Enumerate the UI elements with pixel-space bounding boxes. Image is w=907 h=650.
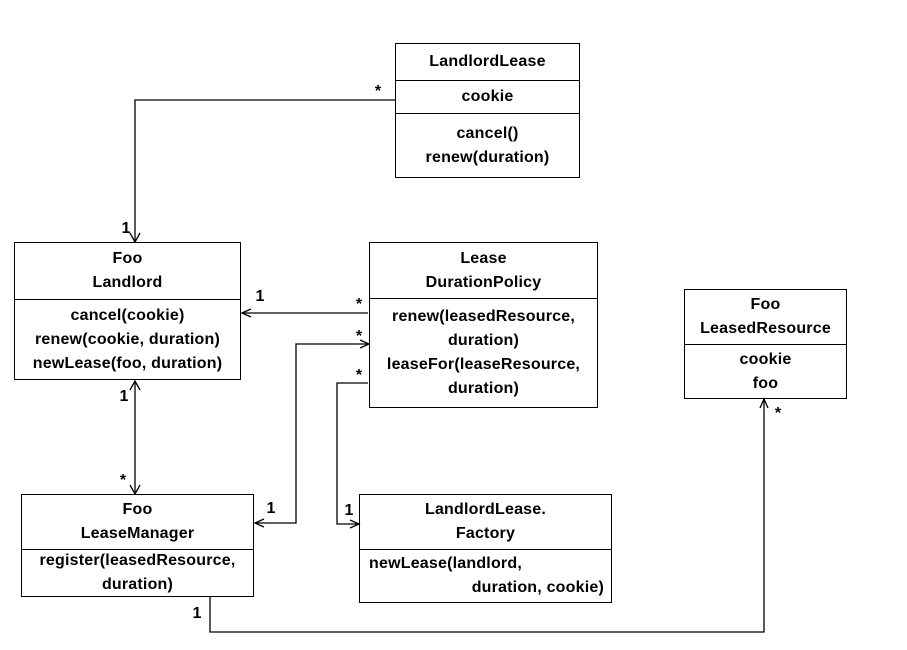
class-name: LeaseManager	[80, 525, 195, 542]
class-title-compartment: Foo LeaseManager	[22, 495, 253, 549]
class-box-fooleasemanager: Foo LeaseManager register(leasedResource…	[21, 494, 254, 597]
method: renew(duration)	[425, 148, 550, 166]
multiplicity-landlord-end: 1	[255, 288, 265, 305]
attribute: foo	[752, 374, 779, 392]
class-title-compartment: LandlordLease	[396, 44, 579, 80]
class-methods-compartment: cancel() renew(duration)	[396, 113, 579, 177]
method: leaseFor(leaseResource,	[386, 356, 581, 373]
class-name: Foo	[112, 250, 143, 267]
class-name: LeasedResource	[700, 320, 831, 337]
class-name: DurationPolicy	[425, 273, 542, 291]
method: duration, cookie)	[471, 579, 604, 596]
class-name: Factory	[455, 525, 516, 542]
class-title-compartment: Foo LeasedResource	[685, 290, 846, 344]
multiplicity-factory-end: 1	[344, 502, 354, 519]
class-box-landlordlease: LandlordLease cookie cancel() renew(dura…	[395, 43, 580, 178]
multiplicity-leasedresource-end: *	[774, 405, 782, 422]
association-durationpolicy-landlord	[240, 308, 368, 318]
class-box-fooleasedresource: Foo LeasedResource cookie foo	[684, 289, 847, 399]
multiplicity-landlord-end: 1	[121, 220, 131, 237]
class-attributes-compartment: cookie	[396, 80, 579, 113]
multiplicity-landlord-end: 1	[119, 388, 129, 405]
class-box-leasedurationpolicy: Lease DurationPolicy renew(leasedResourc…	[369, 242, 598, 408]
class-box-landlordleasefactory: LandlordLease. Factory newLease(landlord…	[359, 494, 612, 603]
association-landlordlease-landlord	[129, 99, 395, 244]
attribute: cookie	[739, 350, 792, 368]
class-methods-compartment: register(leasedResource, duration)	[22, 549, 253, 596]
multiplicity-leasemanager-end: 1	[266, 500, 276, 517]
attribute: cookie	[461, 88, 514, 105]
method: cancel()	[456, 124, 519, 142]
class-methods-compartment: renew(leasedResource, duration) leaseFor…	[370, 298, 597, 407]
class-name: Lease	[460, 249, 507, 267]
multiplicity-landlordlease-end: *	[374, 83, 382, 100]
multiplicity-durationpolicy-end: *	[355, 367, 363, 384]
class-title-compartment: Lease DurationPolicy	[370, 243, 597, 298]
class-attributes-compartment: cookie foo	[685, 344, 846, 398]
multiplicity-leasemanager-end: *	[119, 472, 127, 489]
class-name: Foo	[122, 501, 153, 518]
class-name: LandlordLease.	[424, 501, 547, 518]
class-name: Landlord	[92, 274, 163, 291]
class-title-compartment: LandlordLease. Factory	[360, 495, 611, 549]
method: newLease(landlord,	[369, 555, 522, 572]
method: cancel(cookie)	[70, 306, 185, 324]
multiplicity-durationpolicy-end: *	[355, 328, 363, 345]
method: duration)	[447, 380, 520, 397]
class-box-foolandlord: Foo Landlord cancel(cookie) renew(cookie…	[14, 242, 241, 380]
multiplicity-durationpolicy-end: *	[355, 296, 363, 313]
class-methods-compartment: newLease(landlord, duration, cookie)	[360, 549, 611, 602]
class-title-compartment: Foo Landlord	[15, 243, 240, 299]
method: newLease(foo, duration)	[32, 354, 223, 372]
method: renew(cookie, duration)	[34, 330, 221, 348]
method: duration)	[447, 332, 520, 349]
class-name: Foo	[750, 296, 781, 313]
class-methods-compartment: cancel(cookie) renew(cookie, duration) n…	[15, 299, 240, 379]
multiplicity-leasemanager-end: 1	[192, 605, 202, 622]
method: duration)	[101, 576, 174, 593]
method: renew(leasedResource,	[392, 308, 575, 325]
class-name: LandlordLease	[429, 53, 546, 70]
method: register(leasedResource,	[39, 552, 236, 569]
